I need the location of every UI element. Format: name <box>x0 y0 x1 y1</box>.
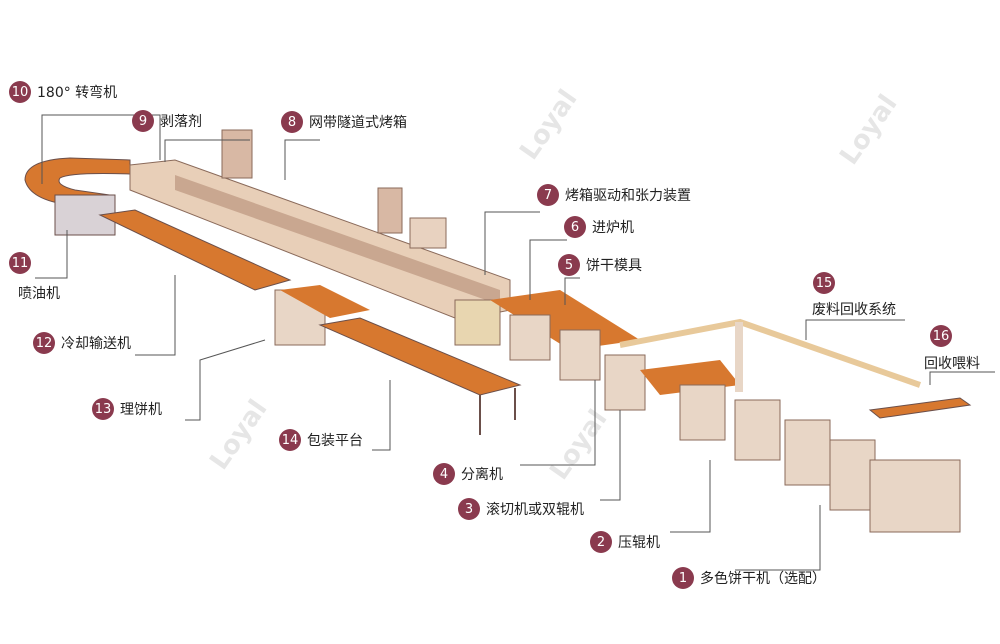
label-text: 剥落剂 <box>160 114 202 130</box>
number-badge: 8 <box>281 111 303 133</box>
label-text: 冷却输送机 <box>61 336 131 352</box>
label-10: 10 180° 转弯机 <box>9 81 117 103</box>
label-1: 1 多色饼干机（选配） <box>672 567 826 589</box>
label-16-text: 回收喂料 <box>924 356 980 372</box>
label-16-badge: 16 <box>930 325 952 347</box>
number-badge: 1 <box>672 567 694 589</box>
label-12: 12 冷却输送机 <box>33 332 131 354</box>
label-11-text: 喷油机 <box>18 286 60 302</box>
number-badge: 15 <box>813 272 835 294</box>
gauge-roller <box>679 384 726 441</box>
number-badge: 10 <box>9 81 31 103</box>
label-text: 理饼机 <box>120 402 162 418</box>
number-badge: 16 <box>930 325 952 347</box>
separator <box>559 329 601 381</box>
label-text: 分离机 <box>461 467 503 483</box>
support-column <box>735 322 743 392</box>
label-9: 9 剥落剂 <box>132 110 202 132</box>
number-badge: 11 <box>9 252 31 274</box>
label-text: 多色饼干机（选配） <box>700 571 826 587</box>
label-4: 4 分离机 <box>433 463 503 485</box>
rotary-moulder <box>509 314 551 361</box>
label-5: 5 饼干模具 <box>558 254 642 276</box>
label-text: 滚切机或双辊机 <box>486 502 584 518</box>
label-11-badge: 11 <box>9 252 31 274</box>
stacker-belt <box>280 285 370 318</box>
number-badge: 9 <box>132 110 154 132</box>
number-badge: 3 <box>458 498 480 520</box>
leader-lines <box>35 114 995 571</box>
label-text: 包装平台 <box>307 433 363 449</box>
label-text: 压辊机 <box>618 535 660 551</box>
number-badge: 2 <box>590 531 612 553</box>
label-8: 8 网带隧道式烤箱 <box>281 111 407 133</box>
label-6: 6 进炉机 <box>564 216 634 238</box>
number-badge: 5 <box>558 254 580 276</box>
label-text: 网带隧道式烤箱 <box>309 115 407 131</box>
number-badge: 12 <box>33 332 55 354</box>
label-text: 进炉机 <box>592 220 634 236</box>
multicolor-machine <box>829 439 876 511</box>
return-feeder <box>868 397 972 419</box>
gauge-roller <box>734 399 781 461</box>
label-3: 3 滚切机或双辊机 <box>458 498 584 520</box>
packing-table <box>318 317 522 396</box>
number-badge: 4 <box>433 463 455 485</box>
label-text: 烤箱驱动和张力装置 <box>565 188 691 204</box>
multicolor-machine <box>784 419 831 486</box>
label-text: 180° 转弯机 <box>37 85 118 101</box>
oven-burner-box <box>409 217 447 249</box>
oven-burner-unit <box>377 187 403 234</box>
oven-drive <box>454 299 501 346</box>
oven-panels <box>175 175 500 305</box>
number-badge: 7 <box>537 184 559 206</box>
number-badge: 6 <box>564 216 586 238</box>
cooling-conveyor <box>98 209 292 291</box>
number-badge: 13 <box>92 398 114 420</box>
label-2: 2 压辊机 <box>590 531 660 553</box>
label-15-badge: 15 <box>813 272 835 294</box>
label-15-text: 废料回收系统 <box>812 302 896 318</box>
label-13: 13 理饼机 <box>92 398 162 420</box>
rotary-cutter <box>604 354 646 411</box>
panner-belt <box>490 290 640 350</box>
label-7: 7 烤箱驱动和张力装置 <box>537 184 691 206</box>
oven-control-cabinet <box>221 129 253 179</box>
label-text: 饼干模具 <box>586 258 642 274</box>
multicolor-machine <box>869 459 961 533</box>
label-14: 14 包装平台 <box>279 429 363 451</box>
number-badge: 14 <box>279 429 301 451</box>
